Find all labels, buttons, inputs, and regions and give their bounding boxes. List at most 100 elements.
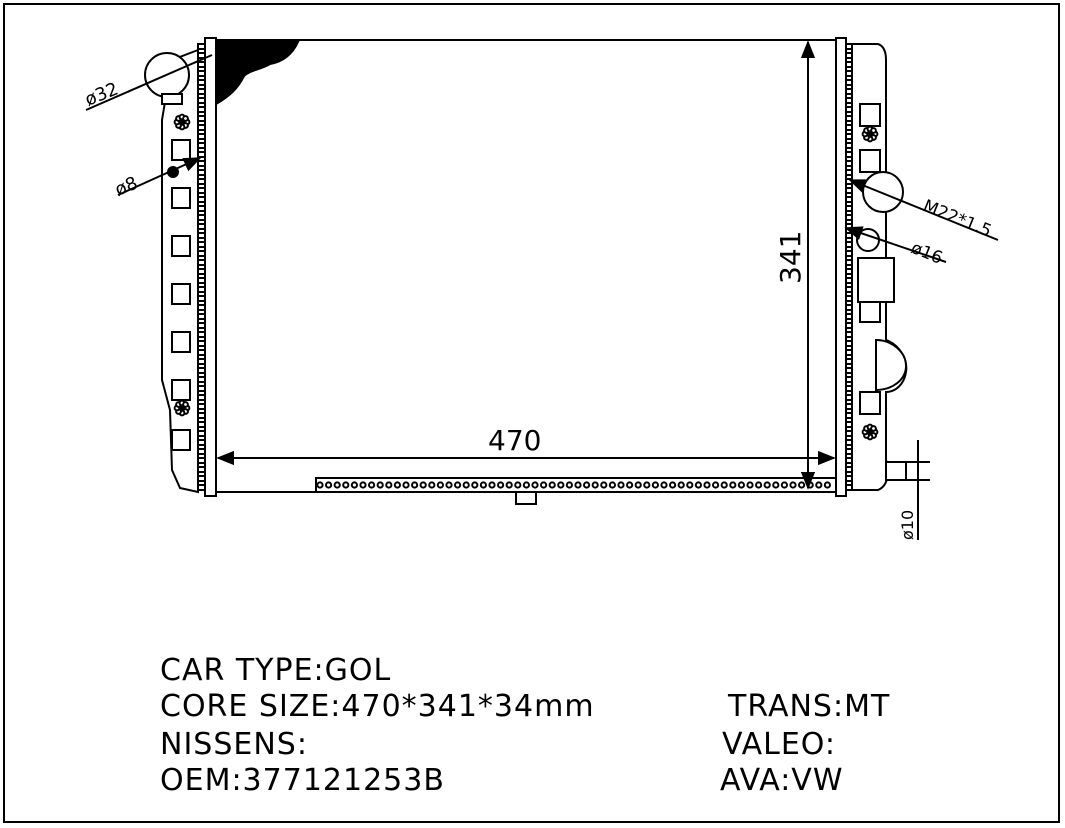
left-tooth [197,349,206,356]
right-tooth [845,169,853,176]
right-tooth [845,484,853,491]
trans-line: TRANS:MT [728,689,891,724]
strip-dot [600,481,608,489]
right-tooth [845,448,853,455]
strip-dot [634,481,642,489]
left-tooth [197,61,206,68]
bottom-drain-plug [515,491,537,505]
left-tank-teeth [197,43,206,491]
inlet-diameter-label: ø32 [82,78,121,110]
left-tooth [197,97,206,104]
nissens-line: NISSENS: [160,727,308,762]
right-tooth [845,70,853,77]
strip-dot [565,481,574,489]
strip-dot [574,481,582,489]
strip-dot [823,481,832,489]
right-tooth [845,196,853,203]
right-lug [859,149,881,173]
left-tooth [197,223,206,230]
right-header-plate [835,37,847,497]
strip-dot [626,481,634,489]
left-lug [171,429,191,451]
left-tooth [197,205,206,212]
right-tooth [845,250,853,257]
strip-dot [712,481,720,489]
strip-dot [359,481,367,489]
right-tooth [845,115,853,122]
core-size-line: CORE SIZE:470*341*34mm [160,689,595,724]
outlet-diameter-label: ø16 [908,238,945,269]
left-tooth [197,43,206,50]
strip-dot [755,481,763,489]
strip-dot [548,481,556,489]
rosette-center [866,428,874,436]
core-fin-area [318,108,706,336]
right-tooth [845,475,853,482]
rosette-center [178,118,186,126]
left-tooth [197,106,206,113]
right-tooth [845,394,853,401]
strip-dot [376,481,384,489]
right-tooth [845,133,853,140]
left-tooth [197,133,206,140]
bleed-diameter-label: ø8 [112,173,141,201]
right-tooth [845,439,853,446]
strip-dot [445,481,453,489]
strip-dot [402,481,410,489]
right-tooth [845,421,853,428]
right-tooth [845,232,853,239]
right-tooth [845,160,853,167]
left-tooth [197,268,206,275]
right-lug [859,391,881,415]
right-tooth [845,88,853,95]
left-tooth [197,79,206,86]
drawing-frame [3,3,1060,823]
strip-dot [462,481,470,489]
left-tooth [197,187,206,194]
left-tooth [197,430,206,437]
left-tooth [197,322,206,329]
right-tooth [845,259,853,266]
right-tooth [845,313,853,320]
thread-leader [848,179,999,241]
bleed-port [167,166,179,178]
strip-dot [608,481,617,489]
left-tooth [197,475,206,482]
left-tooth [197,313,206,320]
right-tooth [845,385,853,392]
strip-dot [798,481,806,489]
right-tooth [845,331,853,338]
strip-dot [789,481,797,489]
strip-dot [488,481,496,489]
strip-dot [531,481,539,489]
strip-dot [316,481,324,489]
strip-dot [651,481,660,489]
height-dimension-label: 341 [774,231,807,284]
inlet-pipe-collar [161,93,183,105]
left-tooth [197,178,206,185]
left-tank-lugs [171,139,191,451]
width-dimension-label: 470 [488,424,541,457]
outlet-block [857,257,895,303]
rosette-center [178,404,186,412]
drain-pipe [885,461,907,481]
strip-dot [694,481,703,489]
strip-dot [428,481,436,489]
left-tooth [197,448,206,455]
valeo-line: VALEO: [722,727,836,762]
left-lug [171,283,191,305]
right-tank-boss [875,338,908,392]
strip-dot [746,481,754,489]
right-tooth [845,79,853,86]
left-tooth [197,70,206,77]
right-tooth [845,286,853,293]
strip-dot [686,481,694,489]
right-tooth [845,430,853,437]
left-tooth [197,88,206,95]
strip-dot [540,481,548,489]
right-tooth [845,142,853,149]
inlet-leader [85,54,213,111]
strip-dot [729,481,737,489]
right-tooth [845,97,853,104]
strip-dot [703,481,711,489]
